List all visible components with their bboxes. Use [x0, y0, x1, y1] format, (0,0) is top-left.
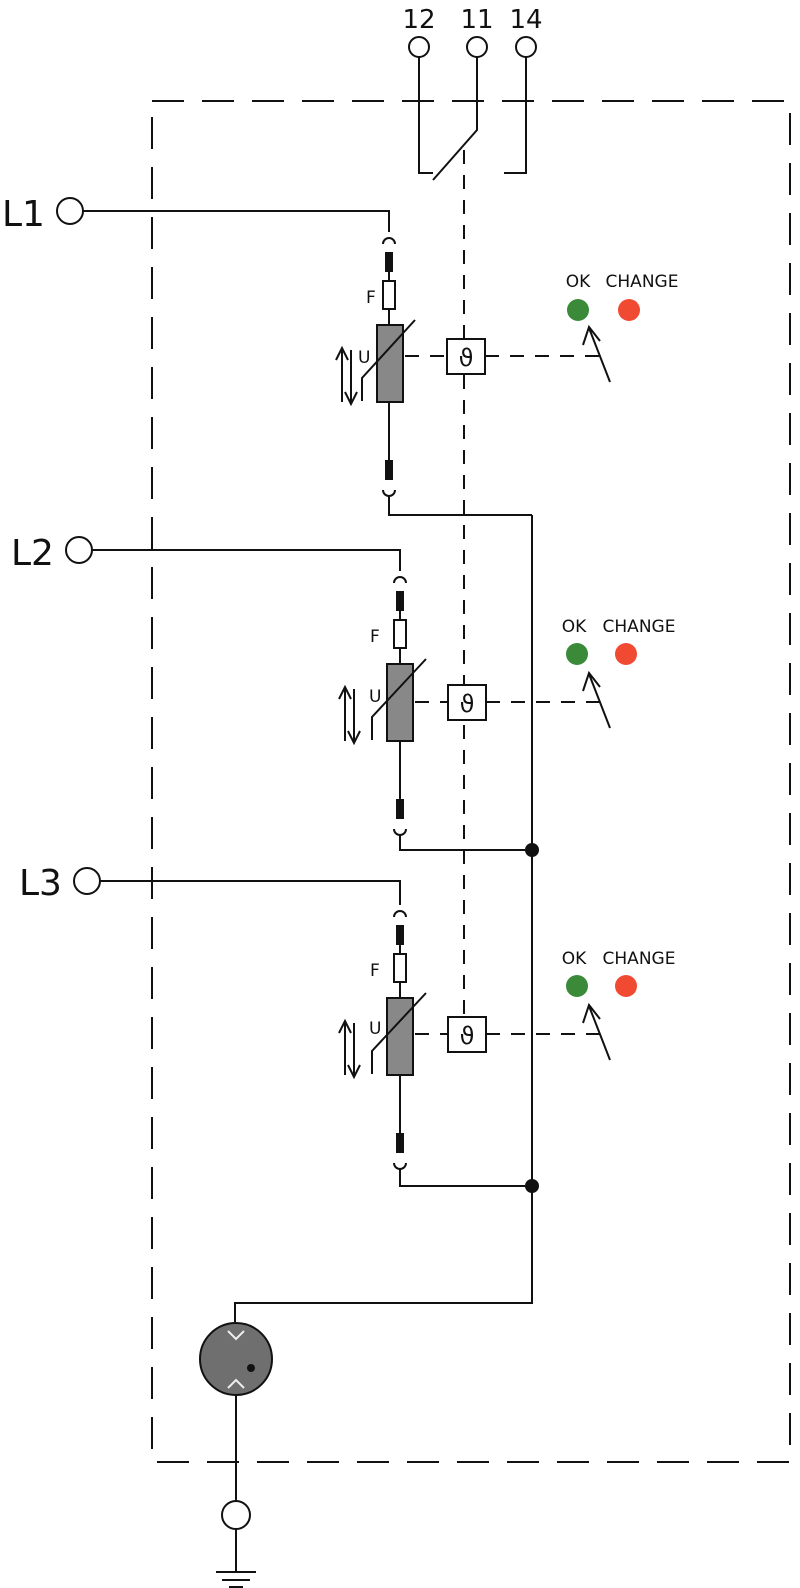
- thermal-symbol: ϑ: [459, 344, 474, 372]
- varistor: [386, 663, 414, 742]
- relay-common-wire: [432, 57, 478, 181]
- plug-contact-block: [385, 252, 393, 272]
- arrow-up-icon: [338, 1018, 352, 1075]
- indicator-pointer-icon: [582, 670, 611, 729]
- varistor-characteristic: [371, 992, 427, 1074]
- thermal-symbol: ϑ: [460, 1022, 475, 1050]
- plug-contact-top: [393, 910, 407, 918]
- terminal-14-label: 14: [509, 5, 542, 35]
- ground-bus: [234, 515, 533, 1322]
- gas-discharge-tube: [199, 1322, 273, 1396]
- varistor-label: U: [369, 1019, 381, 1039]
- phase-label: L3: [19, 863, 62, 904]
- ground-icon: [216, 1529, 256, 1588]
- fuse: [382, 280, 396, 310]
- indicator-pointer-icon: [582, 1002, 611, 1061]
- plug-contact-block: [396, 1133, 404, 1153]
- plug-contact-bottom: [393, 1162, 407, 1170]
- arrow-up-icon: [338, 684, 352, 741]
- phase-wire: [100, 880, 401, 905]
- thermal-disconnector: [447, 684, 487, 721]
- varistor-characteristic: [361, 319, 416, 401]
- terminal-11-label: 11: [460, 5, 493, 35]
- phase-label: L2: [11, 533, 54, 574]
- phase-module-l2: L2 F U ϑ OK CHANGE: [11, 533, 676, 851]
- phase-module-l3: L3 F U ϑ OK CHANGE: [19, 863, 676, 1187]
- change-led: [615, 643, 637, 665]
- plug-contact-block: [396, 799, 404, 819]
- gas-tube-body: [199, 1322, 273, 1396]
- arrow-down-icon: [347, 689, 361, 746]
- ok-led: [566, 643, 588, 665]
- chevron-down-icon: [227, 1330, 245, 1341]
- varistor: [386, 997, 414, 1076]
- change-led: [618, 299, 640, 321]
- return-wire: [388, 496, 532, 516]
- plug-contact-block: [385, 460, 393, 480]
- plug-contact-block: [396, 925, 404, 945]
- return-wire: [399, 1169, 532, 1187]
- relay-nc-wire: [418, 57, 433, 174]
- enclosure-outline: [151, 100, 791, 1463]
- terminal-11[interactable]: [466, 36, 488, 58]
- change-label: CHANGE: [603, 617, 676, 637]
- varistor-label: U: [369, 687, 381, 707]
- return-wire: [399, 835, 532, 851]
- plug-contact-bottom: [382, 489, 396, 497]
- thermal-symbol: ϑ: [460, 690, 475, 718]
- chevron-up-icon: [227, 1378, 245, 1389]
- change-label: CHANGE: [606, 272, 679, 292]
- plug-contact-block: [396, 591, 404, 611]
- change-label: CHANGE: [603, 949, 676, 969]
- arrow-down-icon: [347, 1023, 361, 1080]
- terminal-12-label: 12: [402, 5, 435, 35]
- terminal-12[interactable]: [408, 36, 430, 58]
- plug-contact-top: [382, 237, 396, 245]
- gas-tube-dot: [247, 1364, 255, 1372]
- varistor-characteristic: [371, 658, 427, 740]
- terminal-14[interactable]: [515, 36, 537, 58]
- phase-terminal[interactable]: [65, 536, 93, 564]
- indicator-pointer-icon: [582, 324, 611, 383]
- ok-led: [566, 975, 588, 997]
- thermal-disconnector: [447, 1016, 487, 1053]
- phase-label: L1: [2, 194, 45, 235]
- ok-led: [567, 299, 589, 321]
- phase-terminal[interactable]: [73, 867, 101, 895]
- plug-contact-top: [393, 576, 407, 584]
- ok-label: OK: [562, 949, 587, 969]
- fuse-label: F: [370, 627, 380, 647]
- ok-label: OK: [566, 272, 591, 292]
- fuse-label: F: [370, 961, 380, 981]
- fuse: [393, 619, 407, 649]
- fuse: [393, 953, 407, 983]
- relay-no-wire: [504, 57, 527, 174]
- phase-wire: [83, 210, 390, 232]
- phase-module-l1: L1 F U ϑ OK CHANGE: [2, 194, 679, 516]
- relay-contact: 12 11 14: [402, 5, 543, 1015]
- fuse-label: F: [366, 288, 376, 308]
- plug-contact-bottom: [393, 828, 407, 836]
- phase-wire: [92, 549, 401, 571]
- arrow-down-icon: [344, 350, 358, 407]
- change-led: [615, 975, 637, 997]
- phase-terminal[interactable]: [56, 197, 84, 225]
- ok-label: OK: [562, 617, 587, 637]
- arrow-up-icon: [335, 345, 349, 402]
- earth-terminal[interactable]: [221, 1500, 251, 1530]
- varistor-label: U: [358, 348, 370, 368]
